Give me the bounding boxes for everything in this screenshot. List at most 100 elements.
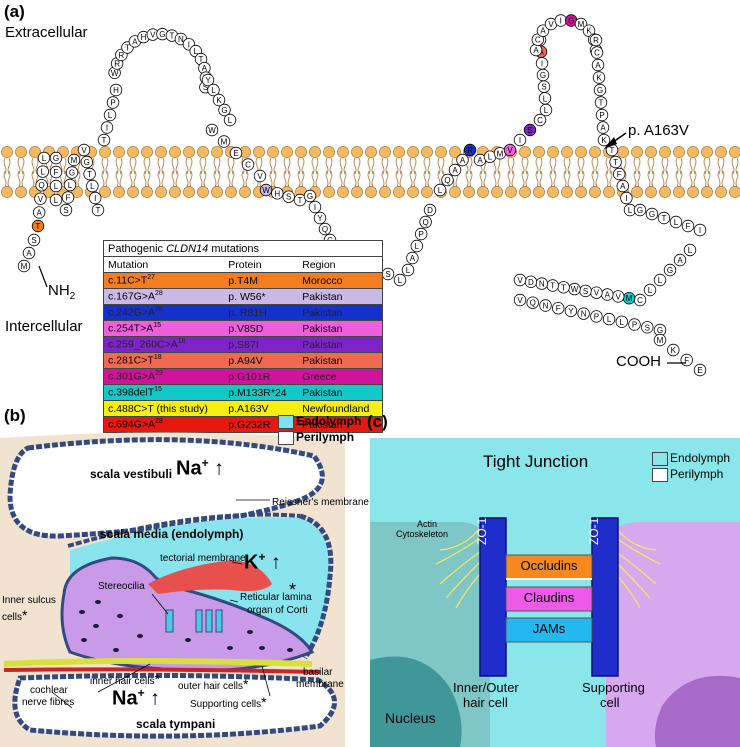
residue-letter: P (110, 99, 115, 108)
region-cell: Pakistan (298, 304, 384, 321)
perilymph-swatch-b (278, 431, 294, 445)
residue-letter: W (111, 69, 119, 78)
header-region: Region (298, 256, 384, 273)
residue-letter: C (535, 36, 541, 45)
residue-circle (207, 83, 220, 97)
cochlear-label-2: nerve fibres (22, 697, 75, 708)
residue-circle (229, 146, 243, 160)
residue-circle (313, 211, 327, 225)
residue-letter: L (193, 47, 198, 56)
residue-circle (590, 46, 604, 59)
residue-circle (593, 83, 607, 97)
residue-letter: S (527, 126, 532, 135)
residue-letter: G (540, 71, 546, 80)
region-cell: Pakistan (298, 384, 384, 401)
residue-letter: V (507, 146, 513, 155)
residue-circle (681, 219, 695, 233)
residue-letter: N (178, 35, 184, 44)
residue-letter: H (274, 189, 280, 198)
residue-circle (49, 165, 63, 179)
residue-circle (597, 133, 611, 147)
protein-cell: p. W56* (224, 288, 299, 305)
residue-circle (61, 191, 75, 204)
region-cell: Morocco (298, 272, 384, 289)
residue-letter: A (620, 182, 626, 191)
residue-letter: V (150, 31, 156, 40)
region-cell: Pakistan (298, 336, 384, 353)
mutation-cell: c.259_260C>A18 (103, 336, 225, 353)
residue-letter: L (674, 218, 679, 227)
inner-hair-cells-label: inner hair cells* (90, 671, 160, 687)
residue-letter: Q (38, 181, 44, 190)
residue-circle (513, 133, 527, 147)
residue-letter: S (385, 270, 390, 279)
na-ion-bottom: Na+ ↑ (112, 686, 161, 710)
residue-circle (641, 321, 654, 334)
residue-circle (33, 206, 46, 219)
residue-letter: T (662, 214, 667, 223)
residue-circle (393, 273, 407, 287)
residue-circle (218, 103, 231, 117)
residue-letter: P (594, 312, 599, 321)
residue-letter: L (90, 182, 95, 191)
residue-letter: G (637, 206, 643, 215)
residue-letter: T (561, 283, 566, 292)
residue-circle (308, 200, 322, 214)
residue-circle (106, 96, 120, 109)
nucleus-label: Nucleus (385, 710, 436, 726)
residue-letter: F (684, 356, 689, 365)
residue-circle (663, 263, 677, 277)
actin-label-1: Actin (417, 519, 438, 529)
residue-letter: Y (317, 214, 323, 223)
residue-letter: G (667, 266, 673, 275)
cochlea-diagram (0, 432, 345, 747)
residue-circle (513, 293, 527, 307)
supporting-cells-label: Supporting cells* (190, 694, 267, 710)
residue-letter: I (106, 124, 108, 133)
residue-letter: G (53, 154, 59, 163)
protein-cell: p.G101R (224, 368, 299, 385)
residue-circle (91, 203, 105, 217)
residue-letter: W (208, 126, 216, 135)
outer-hair-cells-label: outer hair cells* (178, 676, 249, 692)
reticular-lamina-label: Reticular lamina (240, 592, 312, 603)
residue-letter: F (66, 194, 71, 203)
endolymph-swatch-c (652, 452, 668, 466)
residue-letter: R (593, 36, 599, 45)
residue-circle (448, 163, 462, 177)
residue-letter: L (54, 182, 59, 191)
residue-letter: N (543, 302, 549, 311)
claudins-label: Claudins (523, 590, 575, 605)
residue-circle (34, 192, 47, 206)
residue-letter: N (581, 310, 587, 319)
mutation-cell: c.242G>A28 (103, 304, 225, 321)
residue-letter: D (427, 206, 433, 215)
residue-letter: M (578, 20, 585, 29)
right-cell-label-1: Supporting (582, 680, 645, 695)
residue-circle (589, 33, 603, 47)
residue-letter: K (596, 74, 602, 83)
residue-circle (564, 304, 578, 318)
residue-circle (513, 273, 527, 287)
residue-circle (693, 363, 707, 377)
residue-letter: S (203, 83, 208, 92)
residue-circle (401, 263, 415, 277)
residue-letter: C (245, 161, 251, 170)
residue-letter: H (141, 33, 147, 42)
residue-letter: G (84, 158, 90, 167)
residue-letter: A (26, 249, 32, 258)
protein-cell: p.T4M (224, 272, 299, 289)
residue-letter: M (21, 262, 28, 271)
residue-letter: T (169, 32, 174, 41)
actin-label-2: Cytoskeleton (396, 529, 449, 539)
residue-circle (406, 251, 419, 265)
residue-letter: A (477, 156, 483, 165)
residue-circle (109, 83, 123, 97)
residue-letter: Y (568, 307, 574, 316)
residue-letter: T (96, 206, 101, 215)
residue-circle (592, 71, 606, 84)
residue-circle (657, 211, 671, 225)
